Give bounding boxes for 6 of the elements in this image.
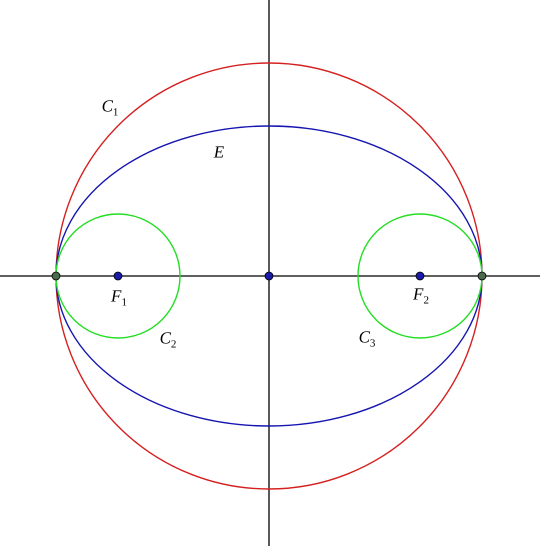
curve-label: E [214,144,224,160]
curve-label: C$_{1}$ [102,97,118,119]
curve-label: C$_{3}$ [358,328,376,350]
curve-label: F$_{2}$ [413,285,429,307]
curve-label: C$_{2}$ [160,329,176,351]
curve-label: F$_{1}$ [111,287,127,309]
